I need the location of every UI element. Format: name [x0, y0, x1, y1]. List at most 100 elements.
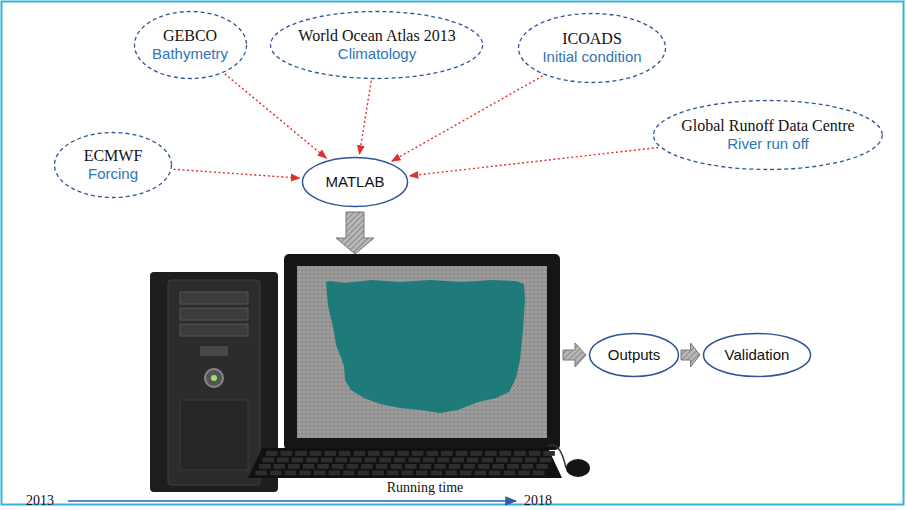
- block-arrow: [563, 343, 586, 367]
- result-ellipse: Validation: [702, 332, 812, 378]
- key: [522, 464, 534, 469]
- key: [277, 458, 289, 463]
- key: [343, 471, 355, 476]
- key: [288, 464, 300, 469]
- node-text-group: Outputs: [608, 346, 661, 364]
- key: [482, 458, 494, 463]
- data-source: ICOADSInitial condition: [517, 12, 667, 84]
- ellipse-shape: [590, 334, 679, 377]
- key: [525, 458, 537, 463]
- data-source: World Ocean Atlas 2013Climatology: [269, 10, 484, 80]
- key: [543, 451, 555, 456]
- ellipse-shape: [654, 101, 883, 170]
- axis-label: Running time: [387, 480, 464, 496]
- mouse: [566, 459, 590, 477]
- key: [489, 471, 501, 476]
- drive-bay: [180, 308, 248, 320]
- year-label: 2018: [524, 493, 552, 509]
- ellipse-shape: [134, 12, 246, 79]
- key: [332, 464, 344, 469]
- ellipse-shape: [55, 133, 172, 198]
- key: [518, 471, 530, 476]
- key: [409, 458, 421, 463]
- key: [310, 451, 322, 456]
- key: [423, 458, 435, 463]
- key: [324, 451, 336, 456]
- key: [390, 464, 402, 469]
- data-source: GEBCOBathymetry: [133, 10, 248, 80]
- data-source: Global Runoff Data CentreRiver run off: [652, 99, 884, 171]
- key: [339, 451, 351, 456]
- node-subtitle: Bathymetry: [152, 46, 228, 64]
- key: [536, 464, 548, 469]
- year-label: 2013: [26, 493, 54, 509]
- drive-bay: [180, 324, 248, 336]
- node-text-group: GEBCOBathymetry: [152, 26, 228, 63]
- key: [347, 464, 359, 469]
- key: [533, 471, 545, 476]
- power-button: [205, 369, 223, 387]
- node-text-group: MATLAB: [326, 173, 385, 191]
- key: [511, 458, 523, 463]
- key: [358, 471, 370, 476]
- key: [460, 471, 472, 476]
- keyboard: [248, 448, 562, 478]
- key: [365, 458, 377, 463]
- drive-bay: [180, 292, 248, 304]
- node-subtitle: Forcing: [88, 166, 138, 184]
- node-text-group: ECMWFForcing: [84, 146, 143, 183]
- key: [475, 471, 487, 476]
- key: [266, 451, 278, 456]
- keys: [256, 451, 555, 475]
- ellipse-shape: [303, 158, 408, 207]
- tower-front: [168, 280, 260, 485]
- node-title: ECMWF: [84, 146, 143, 165]
- node-text-group: Validation: [725, 346, 790, 364]
- key: [496, 458, 508, 463]
- node-text-group: World Ocean Atlas 2013Climatology: [298, 26, 455, 63]
- key: [306, 458, 318, 463]
- key: [274, 464, 286, 469]
- node-title: World Ocean Atlas 2013: [298, 26, 455, 45]
- key: [292, 458, 304, 463]
- vent-panel: [180, 400, 248, 470]
- key: [470, 451, 482, 456]
- data-source: ECMWFForcing: [53, 131, 173, 199]
- monitor-bezel: [284, 254, 560, 450]
- data-flow-arrow: [410, 147, 659, 175]
- node-subtitle: River run off: [727, 136, 808, 154]
- key: [317, 464, 329, 469]
- key: [256, 471, 268, 476]
- key: [387, 471, 399, 476]
- key: [434, 464, 446, 469]
- ellipse-outline: [53, 131, 173, 199]
- ellipse-outline: [133, 10, 248, 80]
- key: [354, 451, 366, 456]
- ellipse-shape: [519, 14, 666, 83]
- key: [540, 458, 552, 463]
- monitor-screen: [297, 266, 547, 438]
- key: [449, 464, 461, 469]
- block-arrow: [681, 343, 700, 367]
- key: [412, 451, 424, 456]
- key: [329, 471, 341, 476]
- data-flow-arrow: [392, 76, 543, 161]
- key: [299, 471, 311, 476]
- slot: [200, 346, 228, 356]
- key: [438, 458, 450, 463]
- key: [368, 451, 380, 456]
- key: [529, 451, 541, 456]
- data-flow-arrow: [174, 169, 300, 178]
- key: [485, 451, 497, 456]
- ellipse-outline: [269, 10, 484, 80]
- process-ellipse: MATLAB: [301, 156, 409, 208]
- key: [270, 471, 282, 476]
- key: [281, 451, 293, 456]
- key: [295, 451, 307, 456]
- node-title: Validation: [725, 346, 790, 364]
- key: [467, 458, 479, 463]
- key: [383, 451, 395, 456]
- ellipse-shape: [271, 12, 483, 79]
